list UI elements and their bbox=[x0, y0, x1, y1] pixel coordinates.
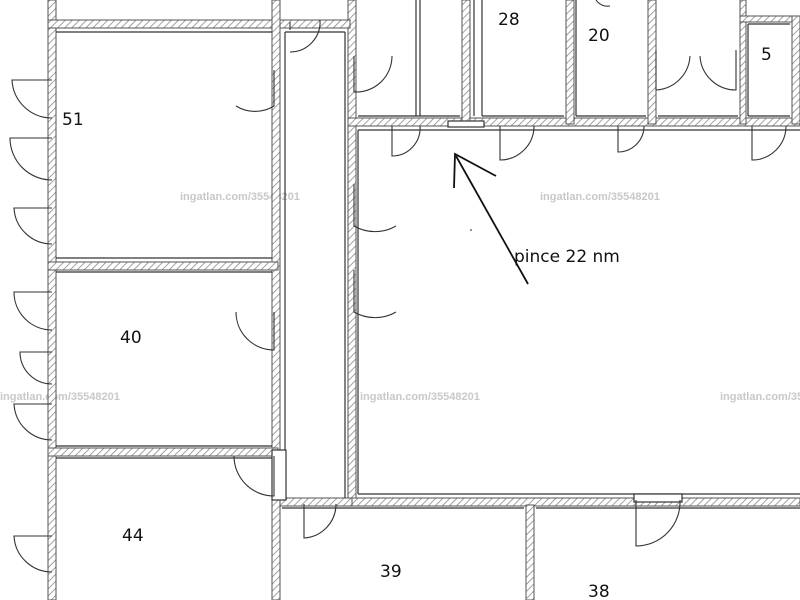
wall bbox=[47, 261, 279, 271]
wall bbox=[461, 0, 471, 125]
door-swing bbox=[655, 50, 691, 91]
watermark: ingatlan.com/35548201 bbox=[720, 391, 800, 403]
room-label-20: 20 bbox=[588, 26, 610, 46]
wall bbox=[647, 0, 657, 125]
watermarks: ingatlan.com/35548201 ingatlan.com/35548… bbox=[0, 191, 800, 403]
door-swing bbox=[13, 535, 53, 573]
annotation-arrow bbox=[453, 152, 529, 285]
watermark: ingatlan.com/35548201 bbox=[540, 191, 660, 203]
watermark: ingatlan.com/35548201 bbox=[0, 391, 120, 403]
door-swing bbox=[289, 19, 321, 53]
door-swing bbox=[11, 79, 53, 119]
wall bbox=[47, 0, 57, 600]
wall bbox=[525, 504, 535, 600]
room-label-44: 44 bbox=[122, 526, 144, 546]
partitions bbox=[56, 0, 800, 509]
door-swing bbox=[595, 0, 611, 7]
wall bbox=[347, 497, 800, 507]
room-labels: 28 20 5 51 40 44 39 38 pince 22 nm bbox=[62, 10, 772, 600]
watermark: ingatlan.com/35548201 bbox=[360, 391, 480, 403]
door-swing bbox=[13, 207, 53, 245]
room-label-38: 38 bbox=[588, 582, 610, 600]
room-label-5: 5 bbox=[761, 45, 772, 65]
wall bbox=[47, 447, 279, 457]
door-swing bbox=[353, 184, 397, 233]
door-swing bbox=[751, 125, 787, 161]
door-swing bbox=[635, 499, 681, 547]
wall bbox=[271, 0, 281, 506]
door-swing bbox=[13, 403, 53, 441]
door-swing bbox=[233, 455, 275, 497]
wall bbox=[739, 15, 800, 23]
door-swing bbox=[353, 270, 397, 319]
wall bbox=[739, 0, 747, 125]
door-swing bbox=[9, 137, 53, 181]
room-label-51: 51 bbox=[62, 110, 84, 130]
dot bbox=[470, 229, 472, 231]
doors bbox=[9, 0, 787, 573]
area-annotation: pince 22 nm bbox=[514, 247, 620, 267]
wall bbox=[791, 15, 800, 125]
opening bbox=[271, 449, 287, 501]
door-swing bbox=[699, 50, 737, 91]
wall bbox=[279, 19, 351, 29]
door-swing bbox=[235, 70, 275, 112]
door-swing bbox=[303, 503, 337, 539]
door-swing bbox=[13, 291, 53, 331]
walls bbox=[47, 0, 800, 600]
wall bbox=[565, 0, 575, 125]
wall bbox=[47, 19, 279, 29]
door-swing bbox=[499, 125, 535, 161]
wall bbox=[271, 497, 281, 600]
door-swing bbox=[391, 125, 421, 157]
room-label-28: 28 bbox=[498, 10, 520, 30]
arrow-line bbox=[455, 155, 529, 285]
opening bbox=[447, 120, 485, 128]
arrow-head bbox=[453, 152, 497, 189]
door-swing bbox=[353, 55, 393, 93]
wall bbox=[347, 0, 357, 506]
door-swing bbox=[235, 311, 275, 351]
room-label-39: 39 bbox=[380, 562, 402, 582]
door-swing bbox=[617, 125, 645, 153]
watermark: ingatlan.com/35548201 bbox=[180, 191, 300, 203]
opening bbox=[633, 493, 683, 503]
room-label-40: 40 bbox=[120, 328, 142, 348]
door-swing bbox=[19, 351, 53, 385]
